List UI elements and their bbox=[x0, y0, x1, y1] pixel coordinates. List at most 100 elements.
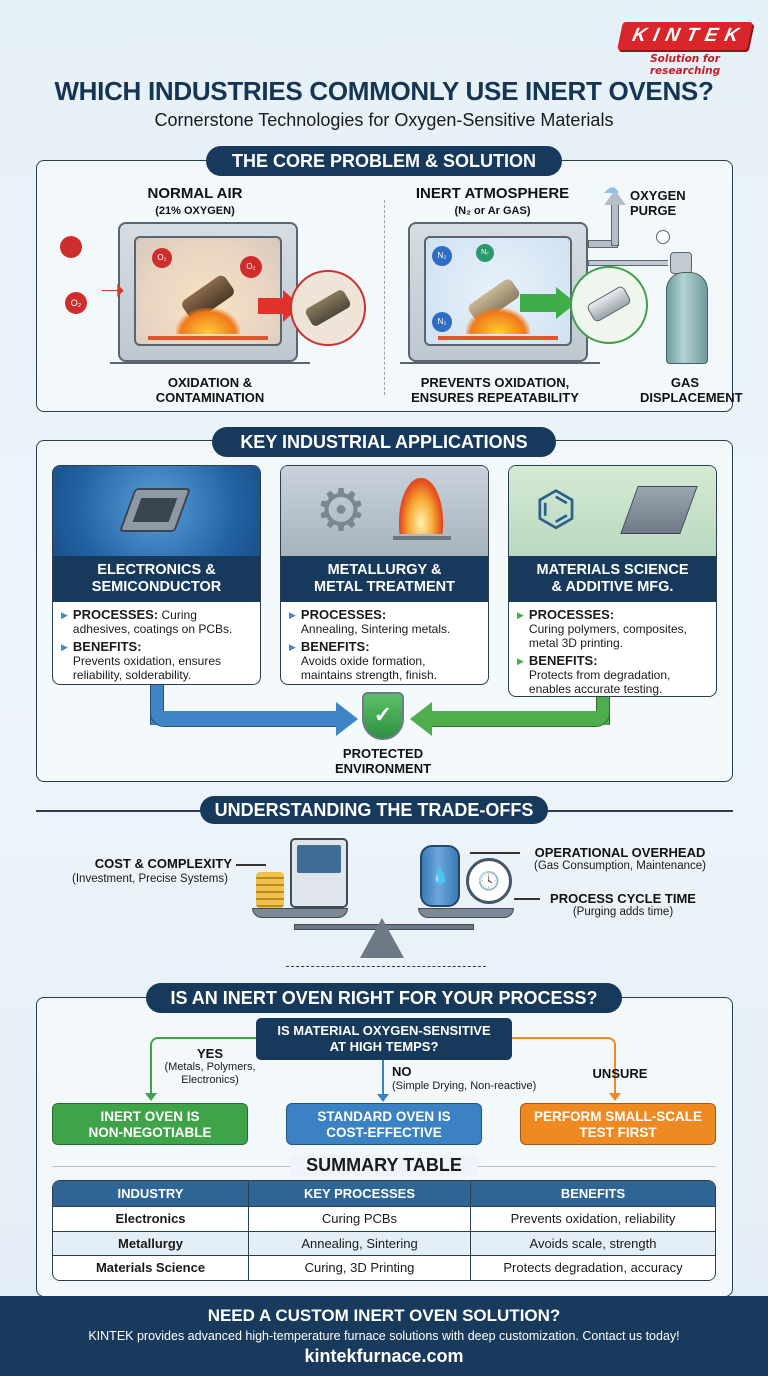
decision-heading: IS AN INERT OVEN RIGHT FOR YOUR PROCESS? bbox=[146, 983, 622, 1013]
3d-printer-icon bbox=[620, 486, 698, 534]
clean-result-circle bbox=[570, 266, 648, 344]
card-title-line: MATERIALS SCIENCE bbox=[536, 562, 689, 578]
bullet-triangle-icon: ▶ bbox=[289, 610, 296, 620]
gas-line bbox=[588, 260, 668, 266]
nitrogen-molecule-icon: N₂ bbox=[432, 246, 452, 266]
polymer-structure-icon: ⌬ bbox=[535, 483, 577, 536]
normal-air-sub: (21% OXYGEN) bbox=[155, 205, 235, 217]
footer-link[interactable]: kintekfurnace.com bbox=[304, 1346, 464, 1366]
overhead-title: OPERATIONAL OVERHEAD bbox=[534, 845, 706, 860]
inert-caption-1: PREVENTS OXIDATION, bbox=[420, 375, 570, 390]
shield-check-icon: ✓ bbox=[362, 692, 404, 740]
oxygen-molecule-icon: O₂ bbox=[240, 256, 262, 278]
protected-label-1: PROTECTED bbox=[342, 746, 424, 761]
inert-caption-2: ENSURES REPEATABILITY bbox=[411, 390, 579, 405]
scale-pan-right bbox=[418, 908, 514, 918]
card-title-line: METAL TREATMENT bbox=[314, 579, 455, 595]
summary-heading: SUMMARY TABLE bbox=[290, 1155, 478, 1176]
bullet-triangle-icon: ▶ bbox=[61, 642, 68, 652]
footer-cta: NEED A CUSTOM INERT OVEN SOLUTION? KINTE… bbox=[0, 1296, 768, 1376]
arrow-down-icon bbox=[609, 1093, 621, 1101]
oven-inert: N₂ N₂ N₂ bbox=[408, 222, 588, 362]
core-heading: THE CORE PROBLEM & SOLUTION bbox=[206, 146, 562, 176]
bullet-triangle-icon: ▶ bbox=[517, 610, 524, 620]
purge-label-2: PURGE bbox=[630, 203, 677, 218]
coins-icon bbox=[256, 872, 284, 908]
logo-badge: KINTEK bbox=[617, 22, 753, 50]
gas-caption-2: DISPLACEMENT bbox=[640, 390, 743, 405]
purge-arrow-icon bbox=[604, 190, 626, 205]
card-title-line: METALLURGY & bbox=[327, 562, 442, 578]
applications-heading: KEY INDUSTRIAL APPLICATIONS bbox=[212, 427, 556, 457]
footer-text: KINTEK provides advanced high-temperatur… bbox=[88, 1329, 680, 1343]
scale-pan-left bbox=[252, 908, 348, 918]
yes-label: YES bbox=[196, 1046, 223, 1061]
card-title-line: ELECTRONICS & bbox=[97, 562, 216, 578]
overhead-sub: (Gas Consumption, Maintenance) bbox=[534, 860, 706, 872]
flame-icon bbox=[176, 308, 240, 334]
air-inflow-arrow-icon: ➝ bbox=[100, 274, 126, 307]
card-metallurgy: ⚙ METALLURGY &METAL TREATMENT ▶PROCESSES… bbox=[280, 465, 489, 685]
arrow-down-icon bbox=[377, 1094, 389, 1102]
chip-icon bbox=[53, 466, 260, 556]
arrow-down-icon bbox=[145, 1093, 157, 1101]
vapor-icon: ☁ bbox=[603, 180, 619, 197]
page-title: WHICH INDUSTRIES COMMONLY USE INERT OVEN… bbox=[54, 76, 714, 106]
protected-label-2: ENVIRONMENT bbox=[334, 761, 432, 776]
flame-icon bbox=[466, 308, 530, 334]
bullet-triangle-icon: ▶ bbox=[61, 610, 68, 620]
purge-label-1: OXYGEN bbox=[630, 188, 686, 203]
divider bbox=[384, 200, 385, 395]
nitrogen-molecule-icon: N₂ bbox=[432, 312, 452, 332]
col-processes: KEY PROCESSES bbox=[249, 1181, 471, 1206]
nitrogen-molecule-icon: N₂ bbox=[476, 244, 494, 262]
cycle-title: PROCESS CYCLE TIME bbox=[550, 891, 696, 906]
clock-icon: 🕓 bbox=[466, 858, 512, 904]
cost-title: COST & COMPLEXITY bbox=[94, 856, 232, 871]
col-benefits: BENEFITS bbox=[471, 1181, 715, 1206]
gear-icon: ⚙ bbox=[315, 478, 367, 543]
no-note: (Simple Drying, Non-reactive) bbox=[392, 1080, 537, 1092]
oven-normal bbox=[118, 222, 298, 362]
kintek-logo: KINTEK Solution for researching bbox=[617, 22, 753, 77]
bullet-triangle-icon: ▶ bbox=[517, 656, 524, 666]
cycle-sub: (Purging adds time) bbox=[572, 906, 674, 918]
control-panel-icon bbox=[290, 838, 348, 908]
result-arrow-icon bbox=[520, 294, 560, 312]
unsure-label: UNSURE bbox=[592, 1066, 648, 1081]
logo-tagline: Solution for researching bbox=[649, 53, 721, 77]
oxygen-molecule-icon: O₂ bbox=[65, 292, 87, 314]
result-arrow-icon bbox=[258, 298, 284, 314]
oxygen-molecule-icon bbox=[60, 236, 82, 258]
oxygen-molecule-icon: O₂ bbox=[152, 248, 172, 268]
inert-sub: (N₂ or Ar GAS) bbox=[454, 205, 531, 217]
card-title-line: & ADDITIVE MFG. bbox=[551, 579, 674, 595]
regulator-valve-icon bbox=[670, 252, 692, 274]
yes-note: (Metals, Polymers,Electronics) bbox=[164, 1061, 256, 1086]
flame-icon bbox=[399, 478, 443, 534]
col-industry: INDUSTRY bbox=[53, 1181, 249, 1206]
gas-cylinder-icon bbox=[666, 272, 708, 364]
card-electronics: ELECTRONICS &SEMICONDUCTOR ▶PROCESSES: C… bbox=[52, 465, 261, 685]
summary-table: INDUSTRY KEY PROCESSES BENEFITS Electron… bbox=[52, 1180, 716, 1281]
gas-caption-1: GAS bbox=[670, 375, 700, 390]
card-materials: ⌬ MATERIALS SCIENCE& ADDITIVE MFG. ▶PROC… bbox=[508, 465, 717, 697]
bullet-triangle-icon: ▶ bbox=[289, 642, 296, 652]
normal-caption-2: CONTAMINATION bbox=[155, 390, 265, 405]
gas-tank-icon: 💧 bbox=[420, 845, 460, 907]
cost-sub: (Investment, Precise Systems) bbox=[72, 873, 228, 885]
question-line: AT HIGH TEMPS? bbox=[329, 1039, 439, 1054]
page-subtitle: Cornerstone Technologies for Oxygen-Sens… bbox=[154, 110, 614, 130]
normal-caption-1: OXIDATION & bbox=[167, 375, 253, 390]
scale-fulcrum-icon bbox=[360, 918, 404, 958]
footer-title: NEED A CUSTOM INERT OVEN SOLUTION? bbox=[207, 1306, 561, 1325]
normal-air-title: NORMAL AIR bbox=[147, 185, 243, 202]
no-label: NO bbox=[392, 1064, 412, 1079]
question-line: IS MATERIAL OXYGEN-SENSITIVE bbox=[277, 1023, 491, 1038]
pressure-gauge-icon bbox=[656, 230, 670, 244]
